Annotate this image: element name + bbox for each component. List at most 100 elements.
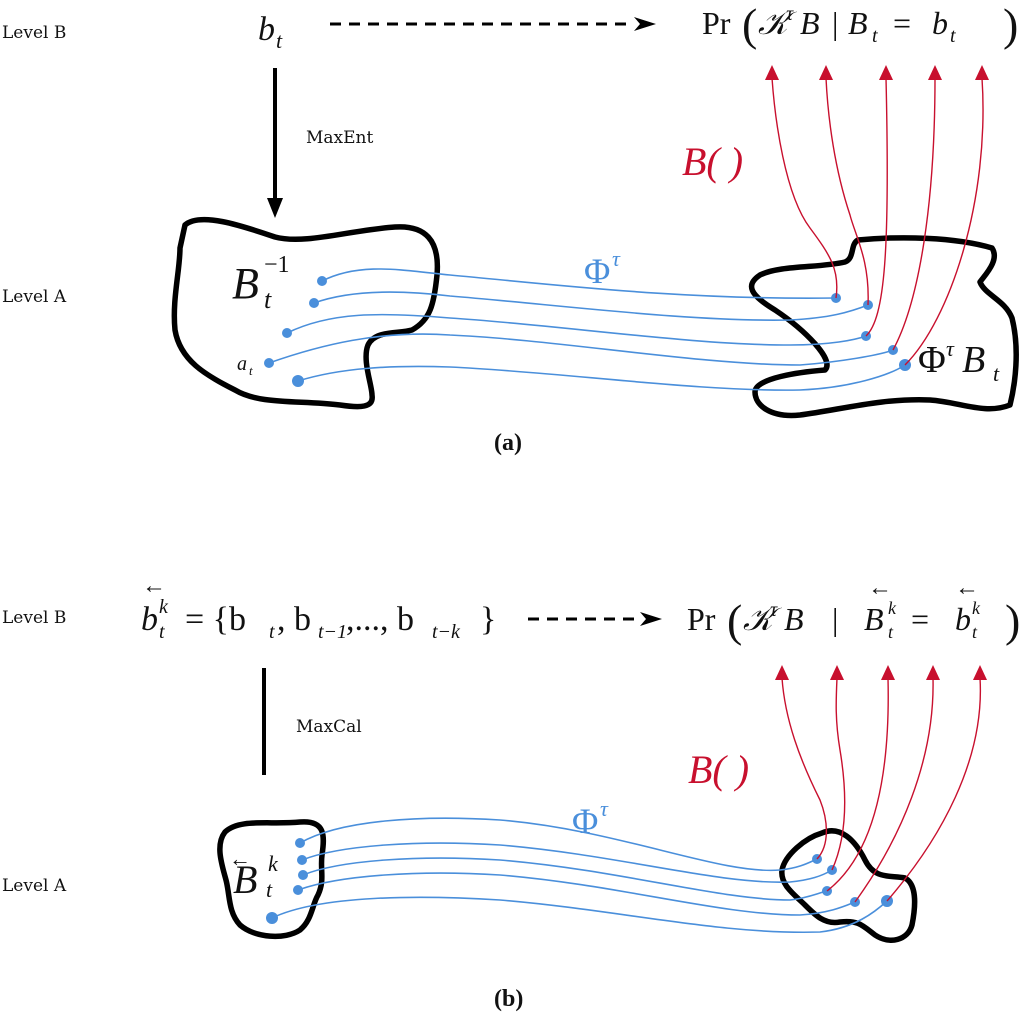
flow-label-b: Φ τ: [572, 796, 609, 841]
svg-text:τ: τ: [770, 599, 778, 621]
svg-text:t: t: [266, 877, 273, 902]
svg-text:): ): [1005, 595, 1020, 646]
point: [282, 328, 292, 338]
svg-text:=: =: [911, 601, 929, 637]
preimage-region-a: [171, 216, 441, 410]
svg-text:=: =: [893, 5, 911, 41]
maxent-arrow: [267, 68, 283, 218]
prob-expression-b: Pr ( 𝒦 τ B | ← B k t = ← b k t ): [687, 575, 1020, 646]
dashed-arrow-a: [330, 17, 656, 31]
svg-text:B: B: [962, 339, 985, 381]
coarse-map-arrows-b: [775, 665, 987, 903]
coarse-map-label-b: B( ): [688, 747, 749, 792]
image-region-a: [748, 235, 1019, 419]
point: [292, 375, 304, 387]
svg-text:←: ←: [955, 575, 979, 601]
svg-text:b: b: [932, 5, 948, 41]
svg-text:B: B: [800, 5, 820, 41]
svg-text:(: (: [727, 595, 742, 646]
svg-text:Pr: Pr: [702, 5, 731, 41]
svg-text:B: B: [864, 601, 884, 637]
caption-a: (a): [494, 430, 522, 456]
svg-text:τ: τ: [600, 796, 609, 821]
svg-text:a: a: [237, 353, 247, 375]
svg-text:←: ←: [142, 573, 166, 599]
level-b-label-b: Level B: [2, 608, 66, 628]
micro-state-label: a t: [237, 353, 253, 378]
svg-text:B( ): B( ): [682, 139, 743, 184]
macro-state-bt: b t: [258, 11, 283, 53]
svg-text:t−k: t−k: [432, 621, 461, 643]
point: [266, 912, 278, 924]
svg-text:b: b: [258, 11, 275, 48]
level-a-label-b: Level A: [2, 876, 67, 896]
svg-text:t−1: t−1: [318, 621, 347, 643]
svg-text:←: ←: [868, 575, 892, 601]
svg-text:t: t: [950, 25, 956, 47]
svg-text:(: (: [742, 0, 757, 50]
svg-text:k: k: [159, 596, 169, 618]
preimage-region-b: [217, 819, 327, 940]
svg-text:t: t: [872, 25, 878, 47]
svg-text:B: B: [232, 259, 259, 308]
svg-text:←: ←: [229, 846, 251, 871]
level-a-label-a: Level A: [2, 287, 67, 307]
svg-text:B( ): B( ): [688, 747, 749, 792]
image-region-b: [779, 828, 918, 943]
svg-text:t: t: [249, 363, 253, 378]
svg-text:b: b: [955, 601, 971, 637]
svg-text:−1: −1: [264, 252, 290, 278]
svg-text:t: t: [276, 28, 283, 53]
svg-text:Φ: Φ: [572, 801, 598, 841]
svg-text:k: k: [888, 598, 897, 618]
svg-text:,..., b: ,..., b: [346, 601, 414, 638]
svg-text:}: }: [480, 601, 496, 638]
svg-text:t: t: [972, 622, 978, 642]
svg-text:τ: τ: [612, 246, 621, 271]
svg-text:t: t: [269, 621, 275, 643]
trajectories-a: [268, 268, 906, 391]
svg-text:): ): [1003, 0, 1018, 50]
point: [295, 838, 305, 848]
svg-text:t: t: [159, 621, 165, 643]
svg-text:τ: τ: [946, 336, 955, 361]
panel-b: Level B Level A ← b k t = {b t , b t−1 ,…: [2, 573, 1020, 1012]
svg-text:t: t: [264, 285, 272, 314]
svg-text:b: b: [141, 601, 158, 638]
svg-text:|: |: [832, 601, 838, 637]
svg-text:Pr: Pr: [687, 601, 716, 637]
svg-text:, b: , b: [277, 601, 311, 638]
panel-a: Level B Level A b t Pr ( 𝒦 τ B | B t = b…: [2, 0, 1019, 456]
svg-text:Φ: Φ: [918, 339, 946, 381]
svg-text:B: B: [233, 857, 257, 902]
image-label-a: Φ τ B t: [918, 336, 1000, 386]
svg-text:τ: τ: [786, 3, 794, 25]
point: [264, 358, 274, 368]
history-expression: ← b k t = {b t , b t−1 ,..., b t−k }: [141, 573, 496, 643]
point: [317, 276, 327, 286]
dashed-arrow-b: [528, 612, 662, 626]
preimage-label-a: B −1 t: [232, 252, 290, 314]
maxcal-label: MaxCal: [296, 717, 362, 737]
preimage-label-b: ← B k t: [229, 846, 279, 902]
svg-text:k: k: [268, 851, 279, 876]
svg-text:= {b: = {b: [185, 601, 246, 638]
svg-text:|: |: [832, 5, 838, 41]
maxent-label: MaxEnt: [306, 128, 373, 148]
svg-text:B: B: [848, 5, 868, 41]
coarse-map-label-a: B( ): [682, 139, 743, 184]
point: [297, 855, 307, 865]
point: [298, 870, 308, 880]
svg-text:k: k: [972, 598, 981, 618]
point: [293, 885, 303, 895]
svg-text:B: B: [784, 601, 804, 637]
level-b-label-a: Level B: [2, 23, 66, 43]
svg-text:t: t: [888, 622, 894, 642]
flow-label-a: Φ τ: [584, 246, 621, 291]
svg-text:t: t: [993, 361, 1000, 386]
svg-text:Φ: Φ: [584, 251, 610, 291]
caption-b: (b): [494, 986, 523, 1012]
point: [309, 298, 319, 308]
trajectories-b: [271, 817, 888, 934]
